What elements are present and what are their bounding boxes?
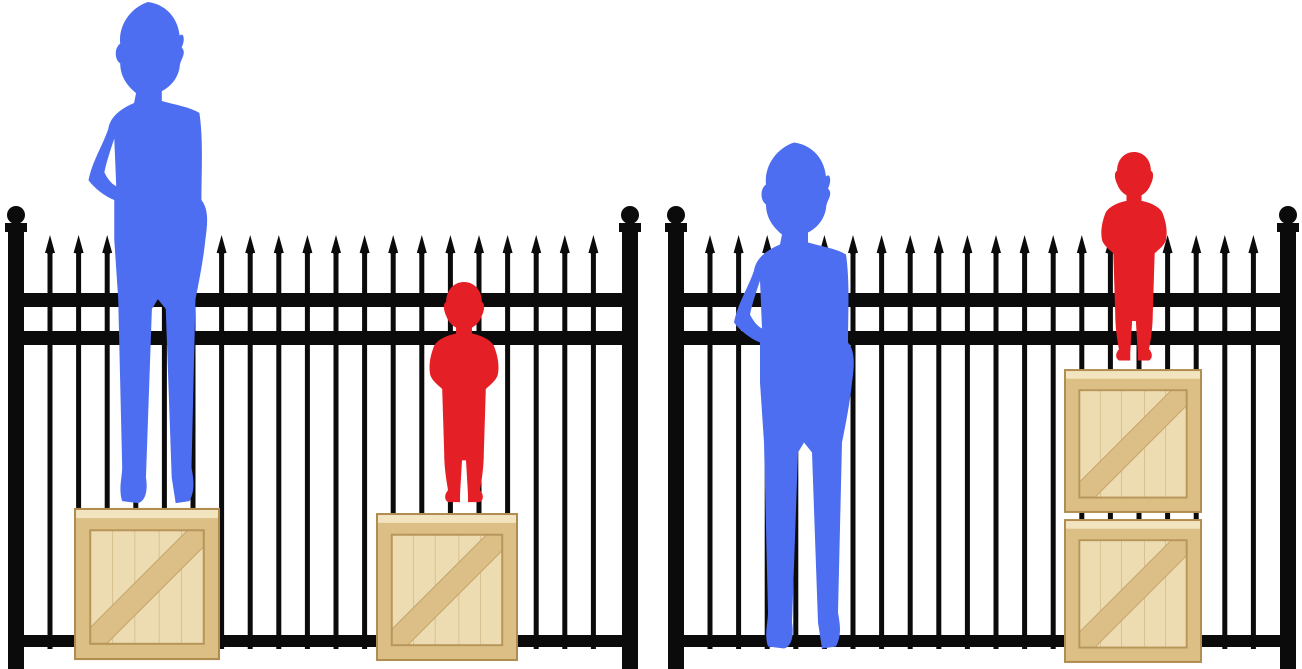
fence-post-collar <box>619 223 641 232</box>
fence-rail <box>8 331 638 345</box>
fence-post-collar <box>1277 223 1299 232</box>
fence-rail <box>8 293 638 307</box>
fence-post-cap <box>621 206 639 224</box>
fence-post-collar <box>5 223 27 232</box>
fence-post-right <box>1280 223 1296 669</box>
fence-post-left <box>8 223 24 669</box>
fence-post-left <box>668 223 684 669</box>
fence-post-cap <box>7 206 25 224</box>
fence-post-right <box>622 223 638 669</box>
crate-left-child <box>376 513 518 661</box>
crate-right-child-top <box>1064 369 1202 513</box>
fence-post-collar <box>665 223 687 232</box>
child-silhouette-left <box>430 282 499 502</box>
fence-post-cap <box>667 206 685 224</box>
fence-post-cap <box>1279 206 1297 224</box>
crate-right-child-bottom <box>1064 519 1202 663</box>
crate-left-adult <box>74 508 220 660</box>
